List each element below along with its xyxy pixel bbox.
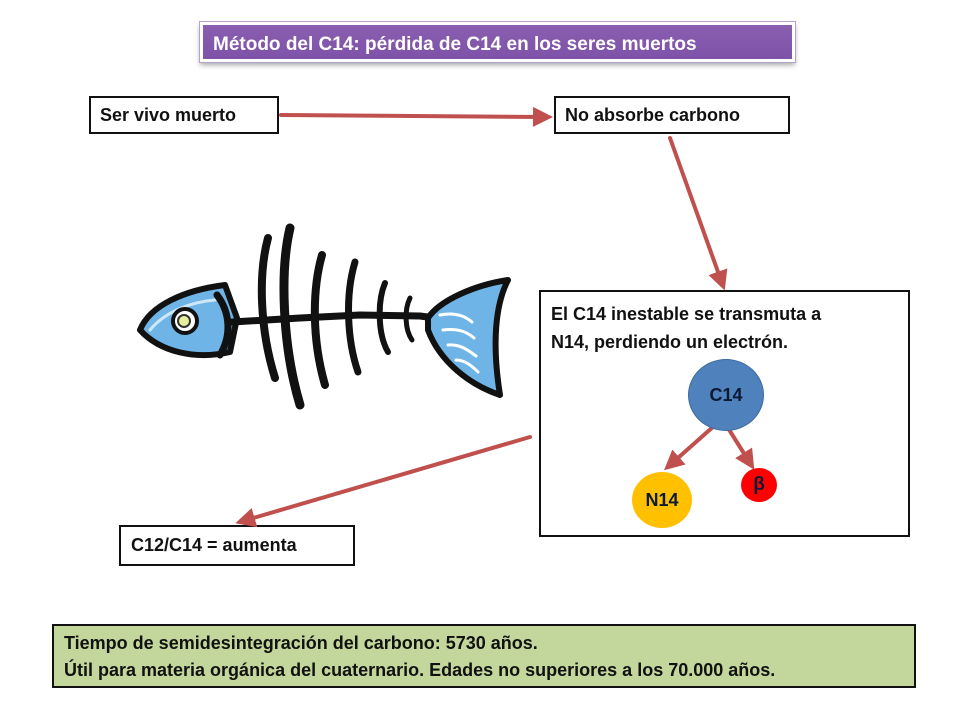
age-range-text: Útil para materia orgánica del cuaternar… (64, 660, 776, 680)
arrow-c14-to-beta (726, 426, 755, 470)
arrow-transmute-to-ratio (235, 435, 532, 528)
half-life-info-box: Tiempo de semidesintegración del carbono… (52, 624, 916, 688)
fish-skeleton-icon (137, 223, 511, 410)
no-absorb-carbon-box: No absorbe carbono (554, 96, 790, 134)
arrow-dead-to-noabsorb (279, 106, 553, 127)
half-life-text: Tiempo de semidesintegración del carbono… (64, 633, 538, 653)
arrow-c14-to-n14 (664, 424, 716, 471)
beta-particle: β (741, 468, 777, 502)
arrow-noabsorb-to-transmute (668, 136, 728, 291)
c14-atom: C14 (688, 359, 764, 431)
dead-organism-box: Ser vivo muerto (89, 96, 279, 134)
transmutation-text-line1: El C14 inestable se transmuta a (551, 304, 822, 324)
n14-atom: N14 (632, 472, 692, 528)
transmutation-text-line2: N14, perdiendo un electrón. (551, 332, 789, 352)
page-title: Método del C14: pérdida de C14 en los se… (200, 22, 795, 62)
